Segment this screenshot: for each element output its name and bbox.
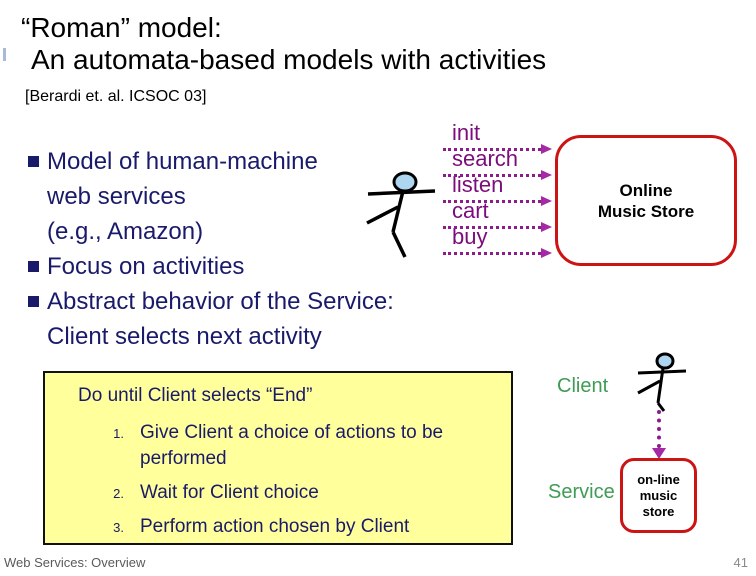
algorithm-step: 1. Give Client a choice of actions to be… [45,420,511,472]
activity-label: search [452,146,519,171]
bullet-line: (e.g., Amazon) [47,218,204,245]
footer-title: Web Services: Overview [4,555,146,570]
bullet-list: Model of human-machine web services (e.g… [28,144,394,354]
algorithm-step: 3. Perform action chosen by Client [45,514,511,540]
step-text: Wait for Client choice [140,482,319,503]
algorithm-heading: Do until Client selects “End” [78,385,313,406]
client-label: Client [557,375,609,397]
dotted-arrow-right-icon [443,196,552,206]
step-number: 2. [113,486,124,501]
online-music-store-box: Online Music Store [555,135,737,266]
dotted-arrow-right-icon [443,144,552,154]
left-edge-artifact [3,48,6,61]
dotted-arrow-right-icon [443,248,552,258]
bullet-square-icon [28,296,39,307]
activity-arrows-group: init search listen cart buy [442,118,558,278]
service-box-line: music [639,487,678,503]
dotted-arrow-down-icon [657,410,661,448]
dotted-arrow-right-icon [443,170,552,180]
service-label: Service [548,481,615,503]
slide-title-line1: “Roman” model: [21,12,222,43]
service-box-line: on-line [637,471,680,487]
activity-label: listen [452,172,504,197]
page-number: 41 [733,555,748,570]
online-music-store-line: Online [619,180,673,200]
step-number: 3. [113,520,124,535]
step-number: 1. [113,426,124,441]
bullet-square-icon [28,156,39,167]
dotted-arrow-down-head-icon [652,448,666,459]
bullet-item: Focus on activities [28,249,394,284]
user-stick-figure-icon [366,171,436,258]
activity-label: buy [452,224,488,249]
bullet-item: Model of human-machine web services (e.g… [28,144,394,249]
algorithm-box: Do until Client selects “End” 1. Give Cl… [43,371,513,545]
algorithm-step: 2. Wait for Client choice [45,480,511,506]
bullet-line: Abstract behavior of the Service: [47,288,394,315]
bullet-line: Model of human-machine [47,148,318,175]
slide-title-line2: An automata-based models with activities [31,44,547,75]
step-text: Perform action chosen by Client [140,516,410,537]
bullet-line: web services [47,183,186,210]
bullet-line: Focus on activities [47,253,245,280]
bullet-square-icon [28,261,39,272]
bullet-item: Abstract behavior of the Service: Client… [28,284,394,354]
service-box: on-line music store [620,458,697,533]
slide-title: “Roman” model: An automata-based models … [21,12,546,76]
online-music-store-line: Music Store [597,201,695,221]
activity-label: cart [452,198,489,223]
service-box-line: store [642,503,675,519]
citation: [Berardi et. al. ICSOC 03] [25,88,207,105]
client-stick-figure-icon [637,352,687,412]
bullet-line: Client selects next activity [47,323,322,350]
activity-label: init [452,120,481,145]
step-text: Give Client a choice of actions to be pe… [140,422,444,469]
dotted-arrow-right-icon [443,222,552,232]
